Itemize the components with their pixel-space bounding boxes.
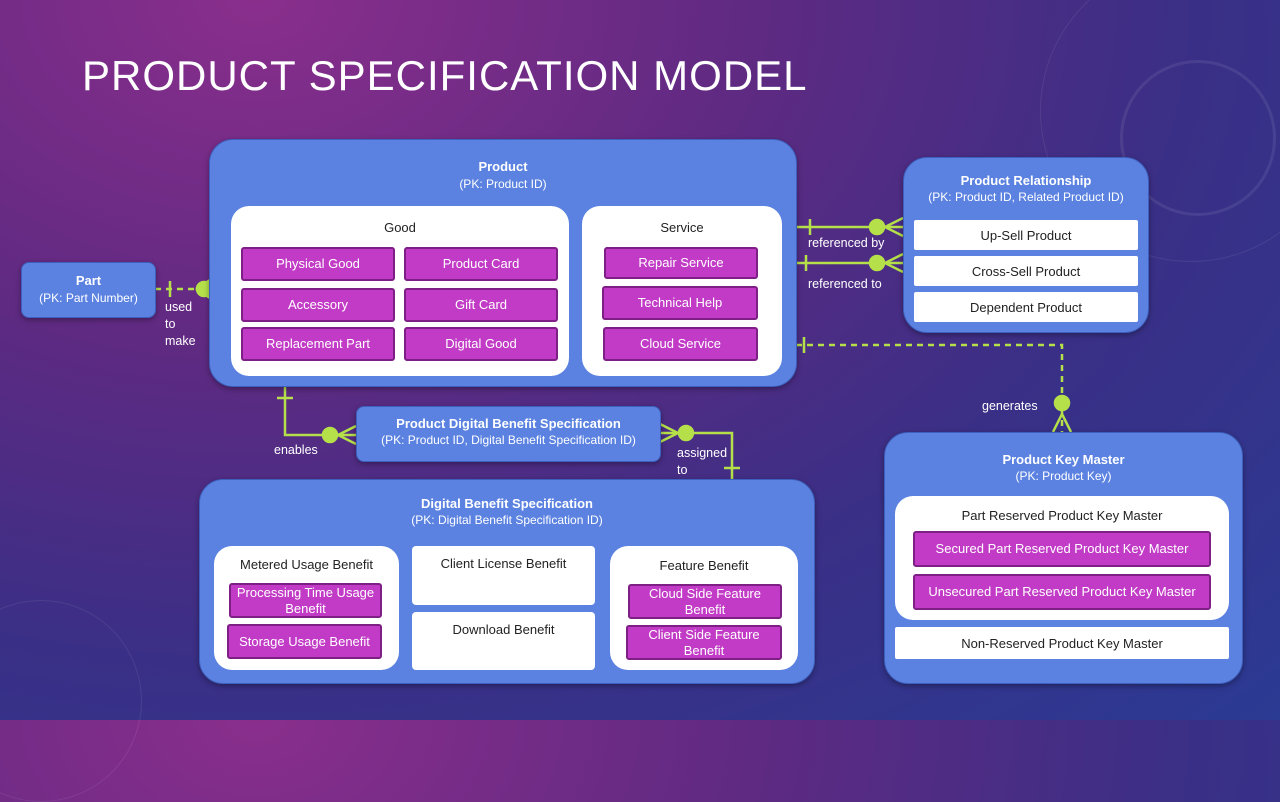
reserved-label: Part Reserved Product Key Master	[961, 508, 1163, 523]
dbs-pk: (PK: Digital Benefit Specification ID)	[411, 513, 603, 527]
feature-item[interactable]: Client Side Feature Benefit	[626, 625, 782, 660]
client-license-panel[interactable]: Client License Benefit	[412, 546, 595, 605]
referenced-by-label: referenced by	[808, 236, 885, 250]
product-relationship-pk: (PK: Product ID, Related Product ID)	[928, 190, 1124, 204]
good-item[interactable]: Product Card	[404, 247, 558, 281]
pdbs-entity[interactable]: Product Digital Benefit Specification (P…	[356, 406, 661, 462]
good-label: Good	[384, 220, 416, 235]
product-relationship-entity[interactable]: Product Relationship (PK: Product ID, Re…	[903, 157, 1149, 333]
good-item[interactable]: Gift Card	[404, 288, 558, 322]
product-entity[interactable]: Product (PK: Product ID) Good Physical G…	[209, 139, 797, 387]
feature-item[interactable]: Cloud Side Feature Benefit	[628, 584, 782, 619]
client-license-label: Client License Benefit	[440, 556, 567, 571]
reserved-item[interactable]: Secured Part Reserved Product Key Master	[913, 531, 1211, 567]
metered-item[interactable]: Storage Usage Benefit	[227, 624, 382, 659]
good-panel: Good Physical Good Product Card Accessor…	[231, 206, 569, 376]
relationship-item[interactable]: Cross-Sell Product	[914, 256, 1138, 286]
product-relationship-title: Product Relationship	[960, 173, 1092, 188]
good-item[interactable]: Physical Good	[241, 247, 395, 281]
service-panel: Service Repair Service Technical Help Cl…	[582, 206, 782, 376]
relationship-item[interactable]: Dependent Product	[914, 292, 1138, 322]
download-label: Download Benefit	[452, 622, 555, 637]
feature-label: Feature Benefit	[659, 558, 749, 573]
background-ring-decoration-inner	[1120, 60, 1276, 216]
service-item[interactable]: Repair Service	[604, 247, 758, 279]
relationship-item[interactable]: Up-Sell Product	[914, 220, 1138, 250]
dbs-title: Digital Benefit Specification	[421, 496, 593, 511]
feature-panel: Feature Benefit Cloud Side Feature Benef…	[610, 546, 798, 670]
pdbs-title: Product Digital Benefit Specification	[396, 416, 621, 431]
product-key-master-entity[interactable]: Product Key Master (PK: Product Key) Par…	[884, 432, 1243, 684]
good-item[interactable]: Digital Good	[404, 327, 558, 361]
pkm-title: Product Key Master	[1002, 452, 1125, 467]
pkm-pk: (PK: Product Key)	[1015, 469, 1112, 483]
metered-panel: Metered Usage Benefit Processing Time Us…	[214, 546, 399, 670]
product-title: Product	[478, 159, 528, 174]
pdbs-pk: (PK: Product ID, Digital Benefit Specifi…	[381, 433, 636, 447]
metered-item[interactable]: Processing Time Usage Benefit	[229, 583, 382, 618]
good-item[interactable]: Accessory	[241, 288, 395, 322]
service-label: Service	[660, 220, 704, 235]
service-item[interactable]: Technical Help	[602, 286, 758, 320]
part-entity[interactable]: Part (PK: Part Number)	[21, 262, 156, 318]
reserved-item[interactable]: Unsecured Part Reserved Product Key Mast…	[913, 574, 1211, 610]
non-reserved-item[interactable]: Non-Reserved Product Key Master	[895, 627, 1229, 659]
product-pk: (PK: Product ID)	[459, 177, 547, 191]
part-title: Part	[75, 273, 102, 288]
part-pk: (PK: Part Number)	[39, 291, 138, 305]
service-item[interactable]: Cloud Service	[603, 327, 758, 361]
generates-label: generates	[982, 399, 1038, 413]
enables-label: enables	[274, 443, 318, 457]
dbs-entity[interactable]: Digital Benefit Specification (PK: Digit…	[199, 479, 815, 684]
metered-label: Metered Usage Benefit	[240, 557, 373, 572]
download-panel[interactable]: Download Benefit	[412, 612, 595, 670]
page-title: PRODUCT SPECIFICATION MODEL	[82, 52, 808, 99]
background-ring-decoration-left	[0, 600, 142, 802]
referenced-to-label: referenced to	[808, 277, 882, 291]
good-item[interactable]: Replacement Part	[241, 327, 395, 361]
reserved-panel: Part Reserved Product Key Master Secured…	[895, 496, 1229, 620]
